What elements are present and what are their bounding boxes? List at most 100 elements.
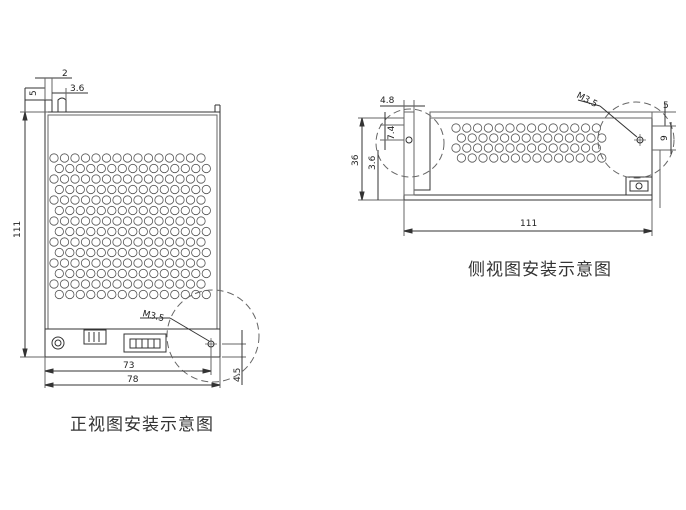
vent-hole [133, 153, 143, 163]
vent-hole [532, 133, 542, 143]
vent-hole [122, 174, 133, 184]
vent-hole [191, 247, 201, 258]
vent-hole [65, 289, 75, 300]
vent-hole [91, 279, 101, 289]
side-view-caption: 侧视图安装示意图 [468, 260, 612, 280]
vent-hole [185, 216, 196, 226]
side-dim-4-8: 4.8 [380, 96, 395, 106]
vent-hole [59, 258, 70, 268]
vent-hole [101, 153, 112, 163]
vent-hole [143, 195, 154, 205]
vent-hole [510, 153, 521, 163]
vent-hole [196, 216, 206, 226]
side-terminal-block [625, 176, 653, 196]
vent-hole [591, 143, 602, 153]
side-detail-circle-right [597, 101, 675, 179]
vent-hole [159, 184, 169, 195]
vent-hole [128, 289, 138, 300]
vent-hole [175, 216, 185, 226]
vent-hole [101, 237, 112, 247]
vent-hole [537, 123, 548, 133]
vent-hole [201, 289, 211, 300]
vent-hole [59, 216, 70, 226]
vent-hole [143, 174, 154, 184]
vent-hole [505, 123, 515, 133]
vent-hole [170, 247, 180, 258]
vent-hole [462, 123, 472, 133]
vent-hole [516, 123, 526, 133]
vent-hole [570, 143, 580, 153]
vent-hole [133, 258, 143, 268]
vent-hole [180, 268, 190, 279]
vent-hole [553, 153, 564, 163]
vent-hole [149, 163, 159, 174]
vent-hole [49, 195, 59, 205]
vent-hole [191, 268, 201, 279]
vent-hole [164, 279, 175, 289]
side-dim-7-4: 7.4 [387, 125, 397, 140]
vent-hole [456, 153, 466, 163]
vent-hole [478, 133, 488, 143]
vent-hole [91, 237, 101, 247]
vent-hole [91, 153, 101, 163]
vent-hole [54, 268, 64, 279]
vent-hole [180, 184, 190, 195]
vent-hole [49, 237, 59, 247]
vent-hole [570, 123, 580, 133]
vent-hole [80, 237, 91, 247]
side-dim-36: 36 [351, 154, 361, 166]
vent-hole [564, 153, 575, 163]
vent-hole [164, 237, 175, 247]
vent-hole [107, 205, 117, 216]
vent-hole [196, 279, 206, 289]
vent-hole [122, 216, 133, 226]
vent-hole [112, 237, 122, 247]
vent-hole [138, 247, 148, 258]
side-dim-3-6: 3.6 [368, 155, 378, 170]
vent-hole [122, 237, 133, 247]
vent-hole [143, 258, 154, 268]
vent-hole [86, 226, 96, 237]
vent-hole [467, 133, 477, 143]
vent-hole [537, 143, 548, 153]
vent-hole [575, 153, 585, 163]
vent-hole [175, 174, 185, 184]
vent-hole [154, 153, 164, 163]
vent-hole [180, 247, 190, 258]
vent-hole [75, 226, 85, 237]
vent-hole [112, 216, 122, 226]
vent-hole [96, 247, 106, 258]
vent-hole [175, 258, 185, 268]
vent-hole [86, 247, 96, 258]
vent-hole [86, 163, 96, 174]
vent-hole [117, 226, 127, 237]
vent-hole [154, 279, 164, 289]
vent-hole [164, 153, 175, 163]
vent-hole [543, 153, 553, 163]
vent-hole [101, 258, 112, 268]
front-dim-111: 111 [13, 221, 23, 238]
vent-hole [107, 163, 117, 174]
vent-hole [159, 289, 169, 300]
front-dim-2: 2 [62, 69, 68, 79]
front-screw-label: M3.5 [141, 309, 165, 324]
vent-hole [499, 153, 510, 163]
vent-hole [107, 247, 117, 258]
vent-hole [159, 247, 169, 258]
vent-hole [456, 133, 466, 143]
vent-hole [49, 153, 59, 163]
vent-hole [96, 289, 106, 300]
vent-hole [196, 174, 206, 184]
vent-hole [138, 289, 148, 300]
vent-hole [185, 279, 196, 289]
vent-hole [112, 195, 122, 205]
vent-hole [201, 163, 211, 174]
vent-hole [149, 268, 159, 279]
side-left-screw [405, 136, 413, 144]
vent-hole [575, 133, 585, 143]
front-dim-4-5: 4.5 [233, 368, 243, 382]
vent-hole [112, 174, 122, 184]
vent-hole [49, 258, 59, 268]
vent-hole [86, 184, 96, 195]
vent-hole [75, 268, 85, 279]
